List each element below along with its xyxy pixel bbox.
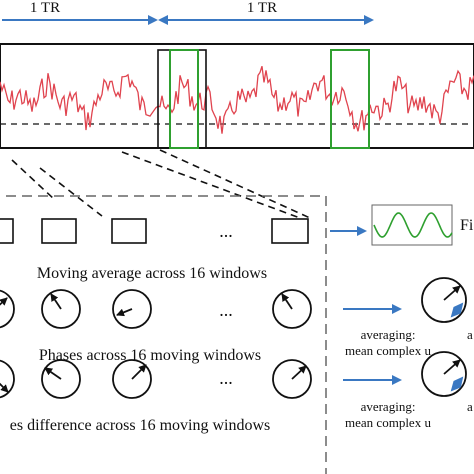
ellipsis-row-2: ... [219,300,233,320]
green-window-1 [169,49,199,149]
phase-diff-circle-2 [41,359,81,399]
phase-diff-circle-3 [112,359,152,399]
moving-window-3 [111,218,147,244]
tr-label-1: 1 TR [30,0,60,16]
moving-average-label: Moving average across 16 windows [37,265,267,282]
phase-diff-circle-1 [0,359,15,399]
phase-diff-circle-16 [272,359,312,399]
bold-signal-trace [0,66,474,134]
filtered-label: Fi [460,217,474,234]
phases-label: Phases across 16 moving windows [39,347,261,364]
phase-difference-label: es difference across 16 moving windows [10,417,271,434]
mean-phase-circle-2 [421,351,467,397]
tr-label-2: 1 TR [247,0,277,16]
mean-complex-label-2: mean complex u [345,415,431,430]
windows-dashed-box [0,195,327,474]
phase-circle-1 [0,289,15,329]
green-window-2 [330,49,370,149]
mean-phase-circle-1 [421,277,467,323]
moving-window-1 [0,218,14,244]
averaging-label-2: averaging: [361,399,416,414]
cut-text-1: a [467,327,473,342]
phase-circle-3 [112,289,152,329]
cut-text-2: a [467,399,473,414]
projection-lines [11,149,311,219]
phase-circle-16 [272,289,312,329]
moving-window-2 [41,218,77,244]
filtered-wave [373,212,453,238]
ellipsis-row-3: ... [219,368,233,388]
mean-complex-label-1: mean complex u [345,343,431,358]
moving-window-16 [271,218,309,244]
averaging-label-1: averaging: [361,327,416,342]
phase-circle-2 [41,289,81,329]
ellipsis-row-1: ... [219,221,233,241]
